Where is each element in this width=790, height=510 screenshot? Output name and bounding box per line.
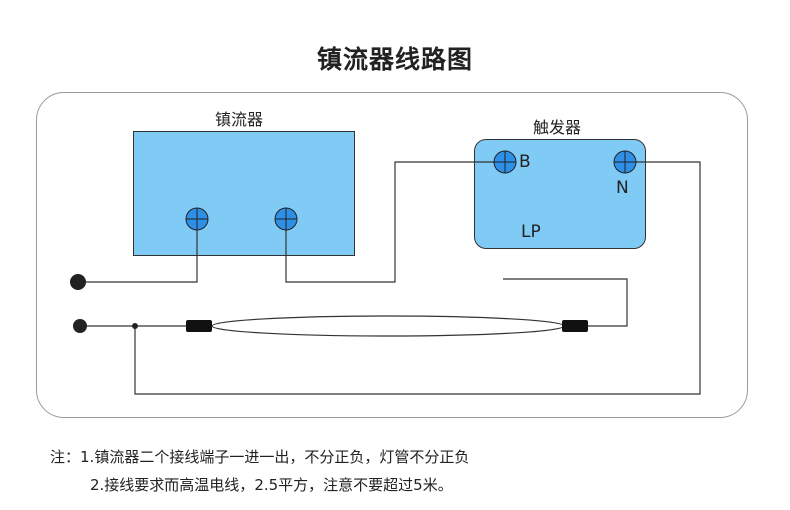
ballast-box xyxy=(133,131,355,256)
ballast-terminal-right-icon xyxy=(274,207,298,231)
starter-model-label: LP xyxy=(521,222,541,242)
starter-terminal-n-icon xyxy=(613,150,637,174)
note-text-1: 1.镇流器二个接线端子一进一出，不分正负，灯管不分正负 xyxy=(80,448,470,466)
wire-n-return xyxy=(134,161,701,395)
starter-label: 触发器 xyxy=(533,118,582,137)
diagram-title: 镇流器线路图 xyxy=(316,45,473,74)
terminal-b-label: B xyxy=(519,152,531,172)
lamp-cap-left xyxy=(186,320,212,332)
wire-ballast-right-to-b xyxy=(285,161,505,283)
note-line-2: 2.接线要求而高温电线，2.5平方，注意不要超过5米。 xyxy=(50,471,469,499)
note-text-2: 2.接线要求而高温电线，2.5平方，注意不要超过5米。 xyxy=(90,476,453,494)
lamp-tube xyxy=(211,315,565,337)
ballast-label: 镇流器 xyxy=(215,110,264,129)
input-terminal-bottom xyxy=(73,319,87,333)
wire-right-lamp xyxy=(503,278,628,327)
wire-ballast-left xyxy=(78,220,198,283)
note-prefix: 注： xyxy=(50,448,81,466)
wires xyxy=(78,161,701,395)
junction-dot xyxy=(132,323,138,329)
starter-terminal-b-icon xyxy=(493,150,517,174)
input-terminal-top xyxy=(70,274,86,290)
ballast-terminal-left-icon xyxy=(185,207,209,231)
notes: 注：1.镇流器二个接线端子一进一出，不分正负，灯管不分正负 2.接线要求而高温电… xyxy=(50,443,469,499)
terminal-n-label: N xyxy=(616,178,629,198)
diagram-frame xyxy=(36,92,748,418)
lamp-cap-right xyxy=(562,320,588,332)
note-line-1: 注：1.镇流器二个接线端子一进一出，不分正负，灯管不分正负 xyxy=(50,443,469,471)
